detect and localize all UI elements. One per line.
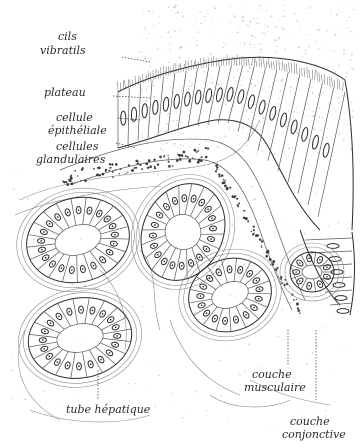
label-couche-musculaire-2: musculaire [244, 381, 306, 394]
label-couche-musculaire-1: couche [252, 368, 292, 381]
epithelial-cells [118, 65, 345, 216]
label-cellule: cellule [56, 111, 93, 124]
label-vibratils: vibratils [40, 44, 86, 57]
label-cils: cils [58, 30, 77, 43]
leader-lines [98, 57, 316, 400]
label-tube-hepatique: tube hépatique [66, 403, 151, 416]
lower-epithelium [300, 230, 354, 315]
tubule [113, 157, 253, 306]
label-epitheliale: épithéliale [48, 124, 107, 137]
label-couche-conjonctive-2: conjonctive [282, 428, 346, 441]
labels: cils vibratils plateau cellule épithélia… [36, 30, 346, 441]
label-plateau: plateau [44, 86, 86, 99]
label-couche-conjonctive-1: couche [290, 415, 330, 428]
label-cellules: cellules [56, 140, 99, 153]
tubule [5, 175, 151, 306]
label-glandulaires: glandulaires [36, 153, 106, 166]
tubule [10, 279, 149, 397]
